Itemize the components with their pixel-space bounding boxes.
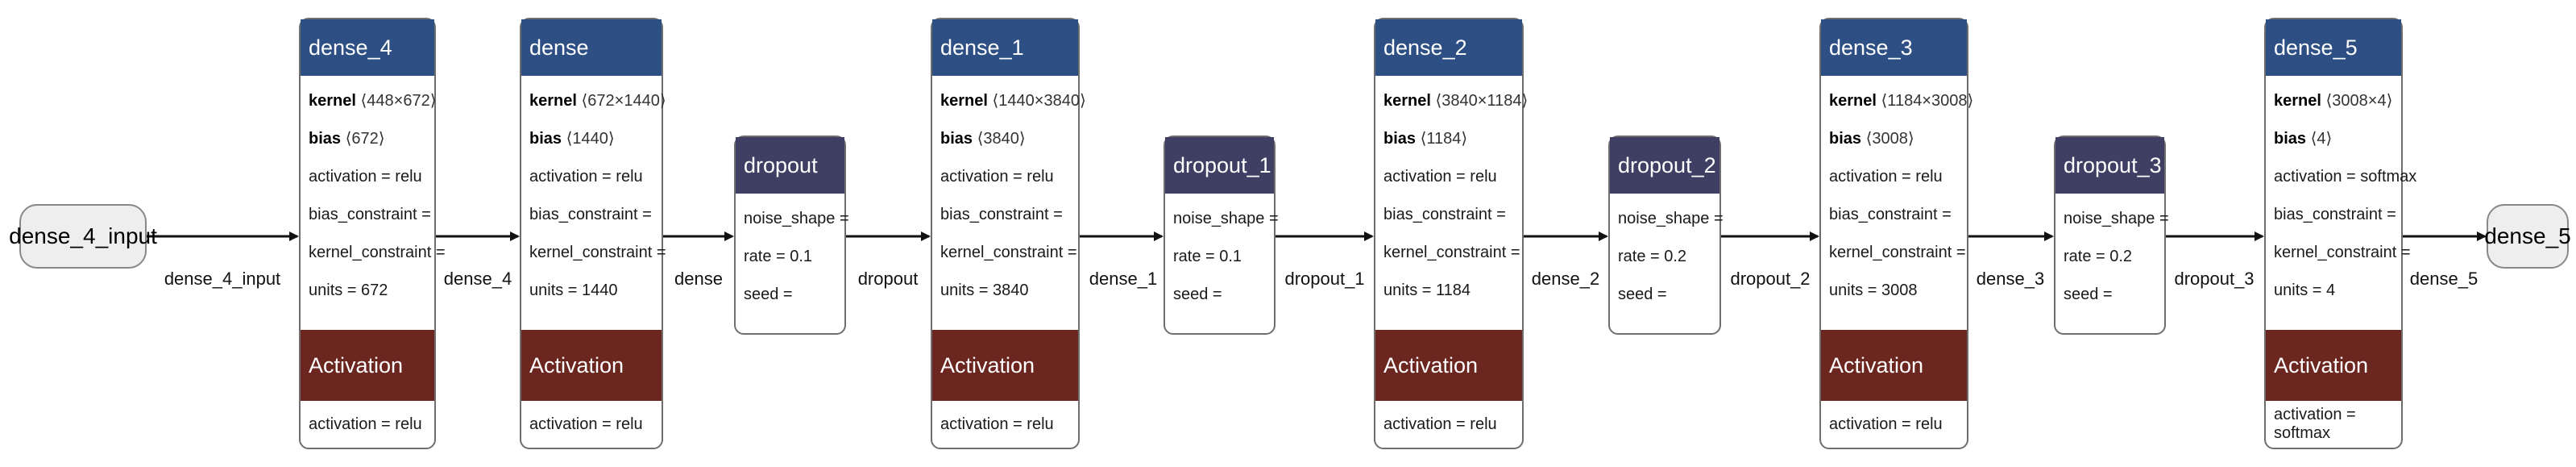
activation-value: activation = relu xyxy=(529,415,643,433)
bias-attr: bias ⟨1440⟩ xyxy=(529,130,615,148)
edge-label: dense_3 xyxy=(1976,269,2045,289)
units-attr: units = 1440 xyxy=(529,281,618,299)
kernel-attr: kernel ⟨672×1440⟩ xyxy=(529,92,666,110)
units-attr: units = 1184 xyxy=(1383,281,1471,299)
node-title: dense_1 xyxy=(932,19,1078,76)
dropout-node-dropout[interactable]: dropout noise_shape = rate = 0.1 seed = xyxy=(734,136,849,335)
activation-attr: activation = relu xyxy=(1829,168,1943,186)
kernel-attr: kernel ⟨1440×3840⟩ xyxy=(940,92,1086,110)
activation-title: Activation xyxy=(932,330,1078,401)
activation-value: activation = relu xyxy=(1383,415,1497,433)
dense-node-dense_4[interactable]: dense_4 kernel ⟨448×672⟩ bias ⟨672⟩ acti… xyxy=(299,18,446,449)
node-title: dense_2 xyxy=(1375,19,1522,76)
kernel-constraint-attr: kernel_constraint = xyxy=(2274,244,2411,261)
rate-attr: rate = 0.2 xyxy=(2064,248,2133,265)
kernel-constraint-attr: kernel_constraint = xyxy=(940,244,1077,261)
dropout-node-dropout_1[interactable]: dropout_1 noise_shape = rate = 0.1 seed … xyxy=(1164,136,1279,335)
bias-constraint-attr: bias_constraint = xyxy=(309,206,431,223)
seed-attr: seed = xyxy=(1618,286,1667,303)
activation-attr: activation = softmax xyxy=(2274,168,2417,186)
noise-shape-attr: noise_shape = xyxy=(744,210,849,227)
units-attr: units = 3840 xyxy=(940,281,1029,299)
activation-title: Activation xyxy=(521,330,662,401)
bias-attr: bias ⟨3840⟩ xyxy=(940,130,1026,148)
noise-shape-attr: noise_shape = xyxy=(1618,210,1724,227)
dropout-node-dropout_2[interactable]: dropout_2 noise_shape = rate = 0.2 seed … xyxy=(1608,136,1724,335)
bias-constraint-attr: bias_constraint = xyxy=(1383,206,1506,223)
node-title: dense xyxy=(521,19,662,76)
activation-attr: activation = relu xyxy=(529,168,643,186)
dense-node-dense[interactable]: dense kernel ⟨672×1440⟩ bias ⟨1440⟩ acti… xyxy=(520,18,666,449)
bias-constraint-attr: bias_constraint = xyxy=(529,206,652,223)
rate-attr: rate = 0.2 xyxy=(1618,248,1687,265)
node-title: dense_5 xyxy=(2266,19,2401,76)
kernel-attr: kernel ⟨3008×4⟩ xyxy=(2274,92,2393,110)
node-title: dropout_2 xyxy=(1610,137,1719,194)
activation-attr: activation = relu xyxy=(1383,168,1497,186)
kernel-attr: kernel ⟨3840×1184⟩ xyxy=(1383,92,1529,110)
node-title: dense_3 xyxy=(1821,19,1967,76)
node-title: dropout xyxy=(736,137,844,194)
output-node[interactable]: dense_5 xyxy=(2484,204,2571,269)
activation-title: Activation xyxy=(1821,330,1967,401)
activation-attr: activation = relu xyxy=(309,168,422,186)
kernel-attr: kernel ⟨1184×3008⟩ xyxy=(1829,92,1974,110)
activation-value: activation = softmax xyxy=(2274,406,2356,442)
edge-label: dropout_2 xyxy=(1730,269,1811,289)
node-title: dropout_1 xyxy=(1165,137,1274,194)
bias-attr: bias ⟨3008⟩ xyxy=(1829,130,1914,148)
kernel-attr: kernel ⟨448×672⟩ xyxy=(309,92,437,110)
dense-node-dense_5[interactable]: dense_5 kernel ⟨3008×4⟩ bias ⟨4⟩ activat… xyxy=(2264,18,2417,449)
noise-shape-attr: noise_shape = xyxy=(1173,210,1279,227)
seed-attr: seed = xyxy=(2064,286,2113,303)
node-title: dropout_3 xyxy=(2055,137,2164,194)
bias-attr: bias ⟨4⟩ xyxy=(2274,130,2333,148)
bias-constraint-attr: bias_constraint = xyxy=(2274,206,2396,223)
dense-node-dense_1[interactable]: dense_1 kernel ⟨1440×3840⟩ bias ⟨3840⟩ a… xyxy=(931,18,1086,449)
input-node[interactable]: dense_4_input xyxy=(9,204,157,269)
kernel-constraint-attr: kernel_constraint = xyxy=(1383,244,1520,261)
seed-attr: seed = xyxy=(1173,286,1222,303)
kernel-constraint-attr: kernel_constraint = xyxy=(309,244,446,261)
activation-value: activation = relu xyxy=(309,415,422,433)
dropout-node-dropout_3[interactable]: dropout_3 noise_shape = rate = 0.2 seed … xyxy=(2054,136,2169,335)
seed-attr: seed = xyxy=(744,286,793,303)
dense-node-dense_3[interactable]: dense_3 kernel ⟨1184×3008⟩ bias ⟨3008⟩ a… xyxy=(1819,18,1974,449)
node-title: dense_4 xyxy=(301,19,434,76)
edge-label: dense_4_input xyxy=(164,269,281,289)
bias-attr: bias ⟨1184⟩ xyxy=(1383,130,1468,148)
activation-title: Activation xyxy=(2266,330,2401,401)
units-attr: units = 672 xyxy=(309,281,388,299)
activation-attr: activation = relu xyxy=(940,168,1054,186)
activation-value: activation = relu xyxy=(1829,415,1943,433)
edge-label: dense xyxy=(674,269,723,289)
noise-shape-attr: noise_shape = xyxy=(2064,210,2169,227)
units-attr: units = 4 xyxy=(2274,281,2336,299)
kernel-constraint-attr: kernel_constraint = xyxy=(1829,244,1966,261)
bias-constraint-attr: bias_constraint = xyxy=(940,206,1063,223)
kernel-constraint-attr: kernel_constraint = xyxy=(529,244,666,261)
activation-title: Activation xyxy=(301,330,434,401)
edge-label: dense_2 xyxy=(1531,269,1600,289)
edge-label: dropout_1 xyxy=(1284,269,1365,289)
bias-constraint-attr: bias_constraint = xyxy=(1829,206,1952,223)
activation-value: activation = relu xyxy=(940,415,1054,433)
edge-label: dropout xyxy=(857,269,919,289)
edge-label: dropout_3 xyxy=(2174,269,2255,289)
rate-attr: rate = 0.1 xyxy=(1173,248,1242,265)
bias-attr: bias ⟨672⟩ xyxy=(309,130,385,148)
rate-attr: rate = 0.1 xyxy=(744,248,813,265)
edge-label: dense_1 xyxy=(1089,269,1158,289)
edge-label: dense_5 xyxy=(2409,269,2479,289)
units-attr: units = 3008 xyxy=(1829,281,1918,299)
activation-title: Activation xyxy=(1375,330,1522,401)
edge-label: dense_4 xyxy=(443,269,512,289)
dense-node-dense_2[interactable]: dense_2 kernel ⟨3840×1184⟩ bias ⟨1184⟩ a… xyxy=(1374,18,1529,449)
